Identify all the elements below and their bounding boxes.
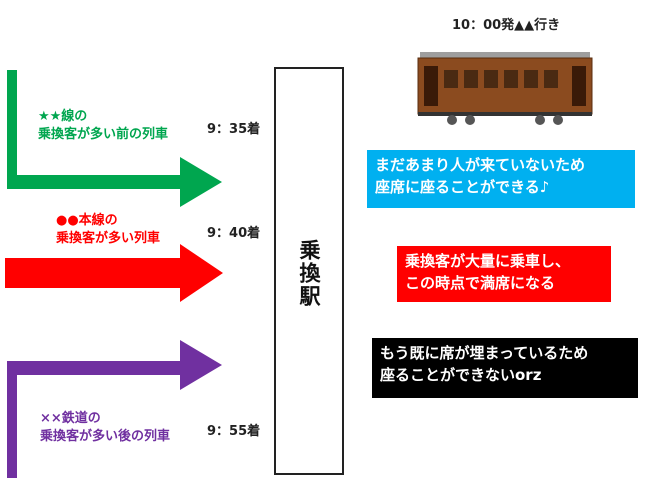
note-line2: 座席に座ることができる♪: [375, 178, 550, 196]
note-red: 乗換客が大量に乗車し、 この時点で満席になる: [397, 246, 611, 302]
note-line2: 座ることができないorz: [380, 366, 542, 384]
station-name: 乗換駅: [297, 239, 321, 308]
green-arrow: [7, 70, 222, 207]
note-line1: まだあまり人が来ていないため: [375, 156, 586, 174]
arrival-time-red: 9：40着: [207, 226, 261, 241]
arrival-time-green: 9：35着: [207, 122, 261, 137]
arrival-time-purple: 9：55着: [207, 424, 261, 439]
note-line1: もう既に席が埋まっているため: [380, 344, 589, 362]
note-blue: まだあまり人が来ていないため 座席に座ることができる♪: [367, 150, 635, 208]
purple-arrow: [7, 340, 222, 478]
arrow-label-green: ★★線の 乗換客が多い前の列車: [38, 108, 168, 144]
station-box: 乗換駅: [274, 67, 344, 475]
label-line1: ××鉄道の: [40, 411, 101, 426]
note-line2: この時点で満席になる: [405, 274, 556, 292]
label-line1: ●●本線の: [56, 213, 118, 228]
note-line1: 乗換客が大量に乗車し、: [405, 252, 571, 270]
label-line2: 乗換客が多い列車: [56, 231, 161, 246]
arrow-label-red: ●●本線の 乗換客が多い列車: [56, 212, 160, 248]
train-caption: 10：00発▲▲行き: [452, 18, 561, 33]
label-line2: 乗換客が多い後の列車: [40, 429, 171, 444]
station-label: 乗換駅: [276, 239, 342, 314]
red-arrow: [5, 244, 223, 302]
train-car-icon: [417, 52, 593, 125]
label-line1: ★★線の: [38, 109, 88, 124]
arrow-label-purple: ××鉄道の 乗換客が多い後の列車: [40, 410, 170, 446]
note-black: もう既に席が埋まっているため 座ることができないorz: [372, 338, 638, 398]
label-line2: 乗換客が多い前の列車: [38, 127, 169, 142]
